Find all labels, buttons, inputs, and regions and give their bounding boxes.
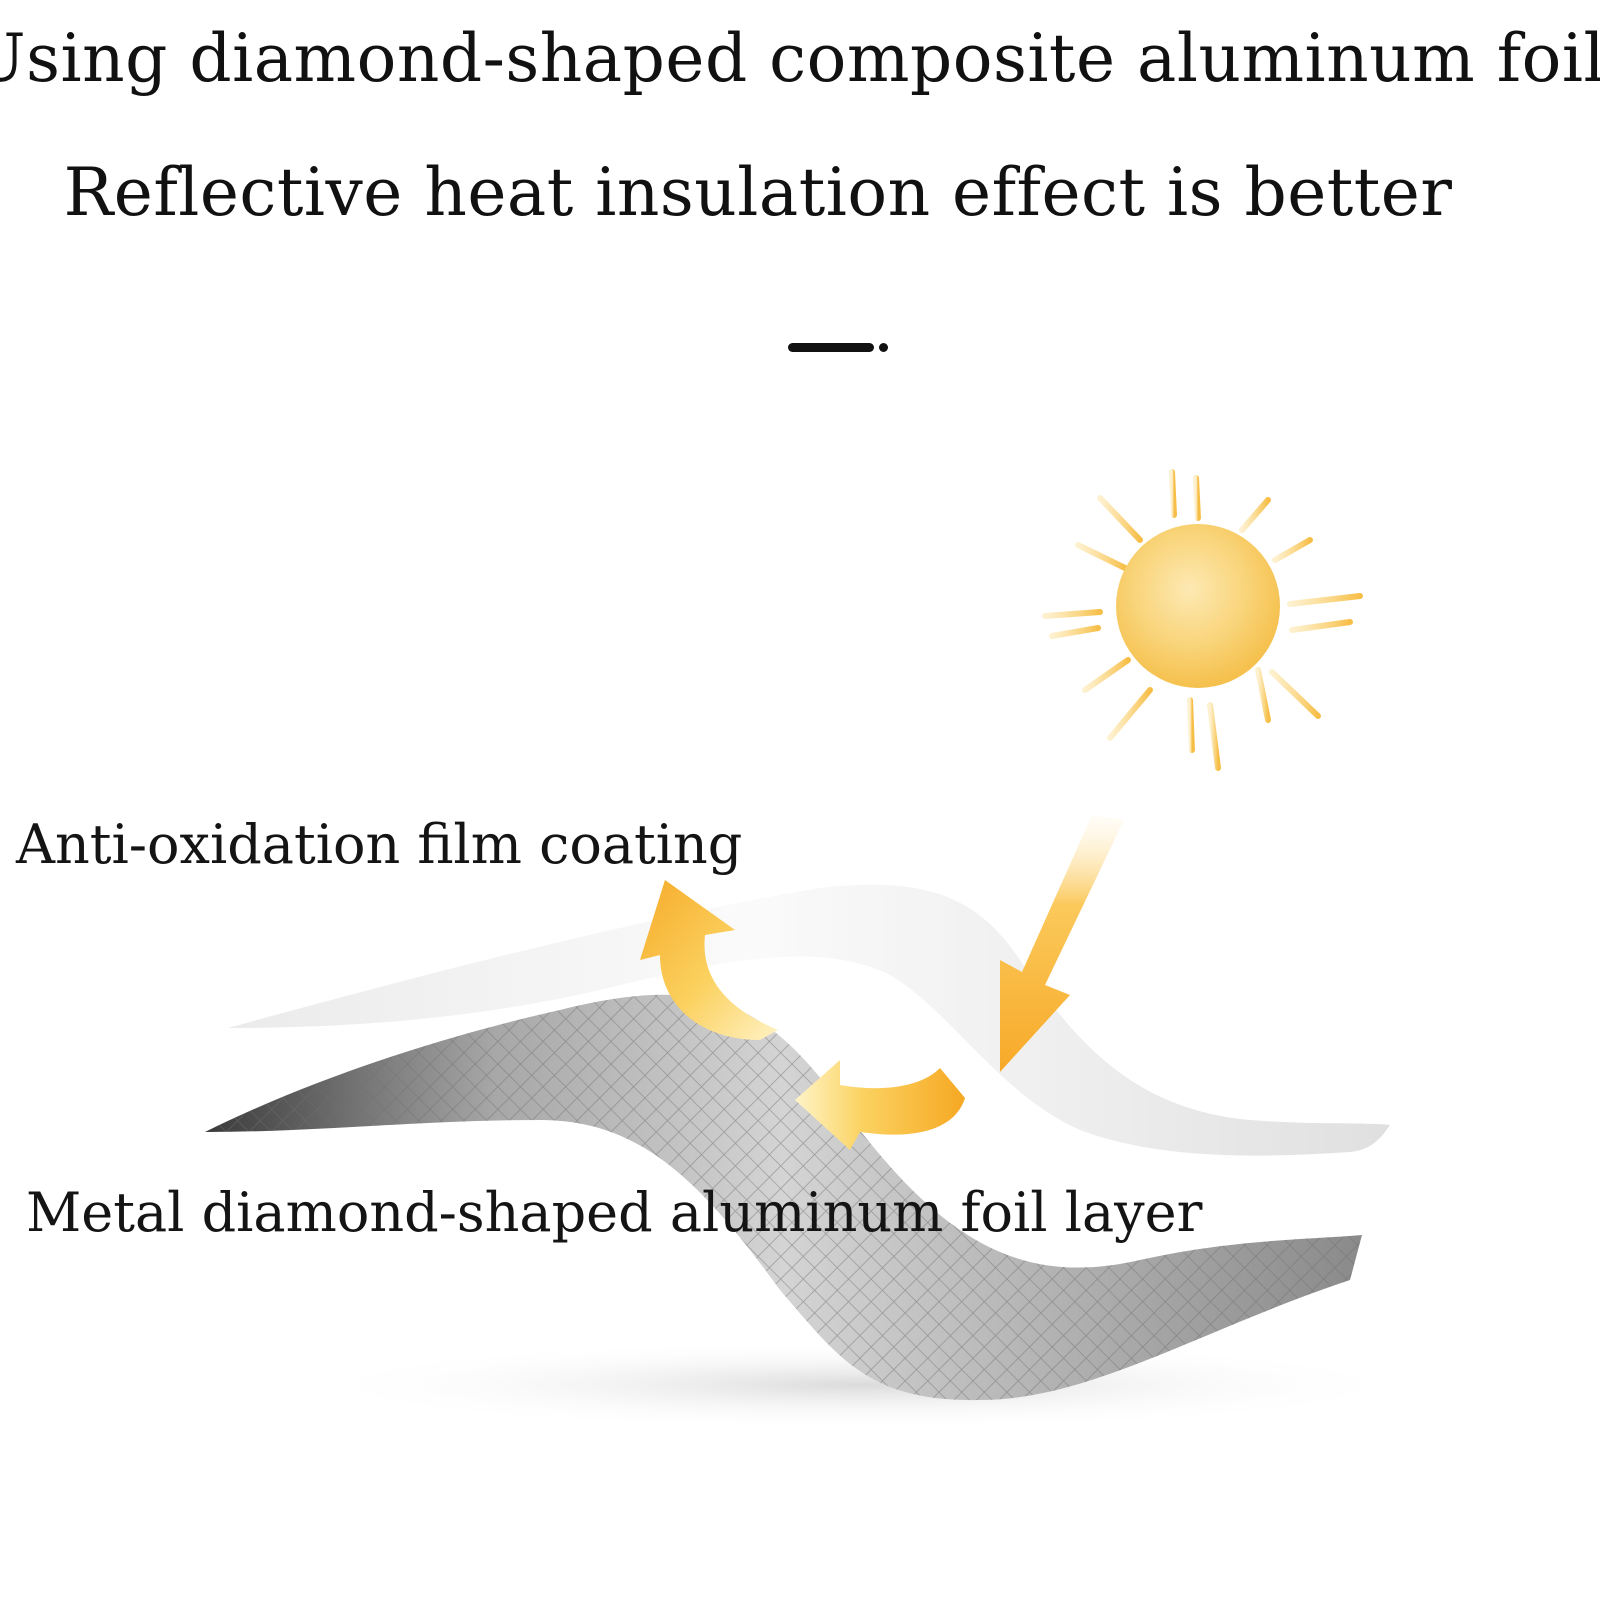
reflected-heat-arrow-icon [640, 880, 778, 1040]
anti-oxidation-film-layer [228, 884, 1390, 1156]
divider-dot [879, 343, 888, 352]
incoming-heat-arrow-icon [1000, 815, 1124, 1072]
sun-icon [1042, 469, 1363, 771]
headline-line-1: Using diamond-shaped composite aluminum … [0, 20, 1600, 97]
foil-layer-label: Metal diamond-shaped aluminum foil layer [26, 1181, 1203, 1244]
reflected-heat-arrow-icon-2 [795, 1060, 965, 1150]
film-layer-label: Anti-oxidation film coating [16, 813, 743, 876]
headline-line-2: Reflective heat insulation effect is bet… [63, 154, 1453, 231]
divider-dash [788, 343, 874, 352]
